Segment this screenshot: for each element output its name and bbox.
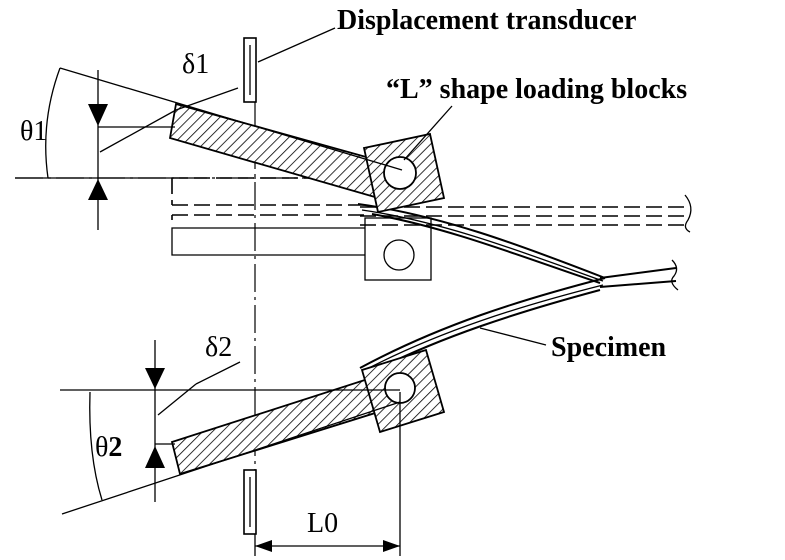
theta2-dimension	[60, 340, 401, 515]
label-theta2: θ2	[95, 432, 122, 463]
l0-dimension	[254, 392, 401, 556]
label-delta1: δ1	[182, 49, 209, 80]
label-displacement-transducer: Displacement transducer	[337, 5, 636, 36]
specimen-arms	[357, 194, 692, 373]
label-specimen: Specimen	[551, 332, 667, 363]
loading-blocks-leader	[403, 105, 453, 161]
label-l0: L0	[307, 508, 338, 539]
label-theta1: θ1	[20, 116, 47, 147]
reference-pin-lower	[383, 239, 415, 271]
label-delta2: δ2	[205, 332, 232, 363]
upper-loading-pin	[383, 156, 417, 190]
transducer-leader	[257, 27, 336, 63]
reference-loading-block-lower	[364, 217, 432, 281]
specimen-leader	[479, 327, 547, 346]
label-theta2-subscript: 2	[108, 432, 122, 463]
label-loading-blocks: “L” shape loading blocks	[386, 74, 687, 105]
reference-block-lower-outline	[171, 227, 365, 256]
label-theta2-symbol: θ	[95, 432, 108, 463]
theta1-dimension	[15, 67, 403, 230]
